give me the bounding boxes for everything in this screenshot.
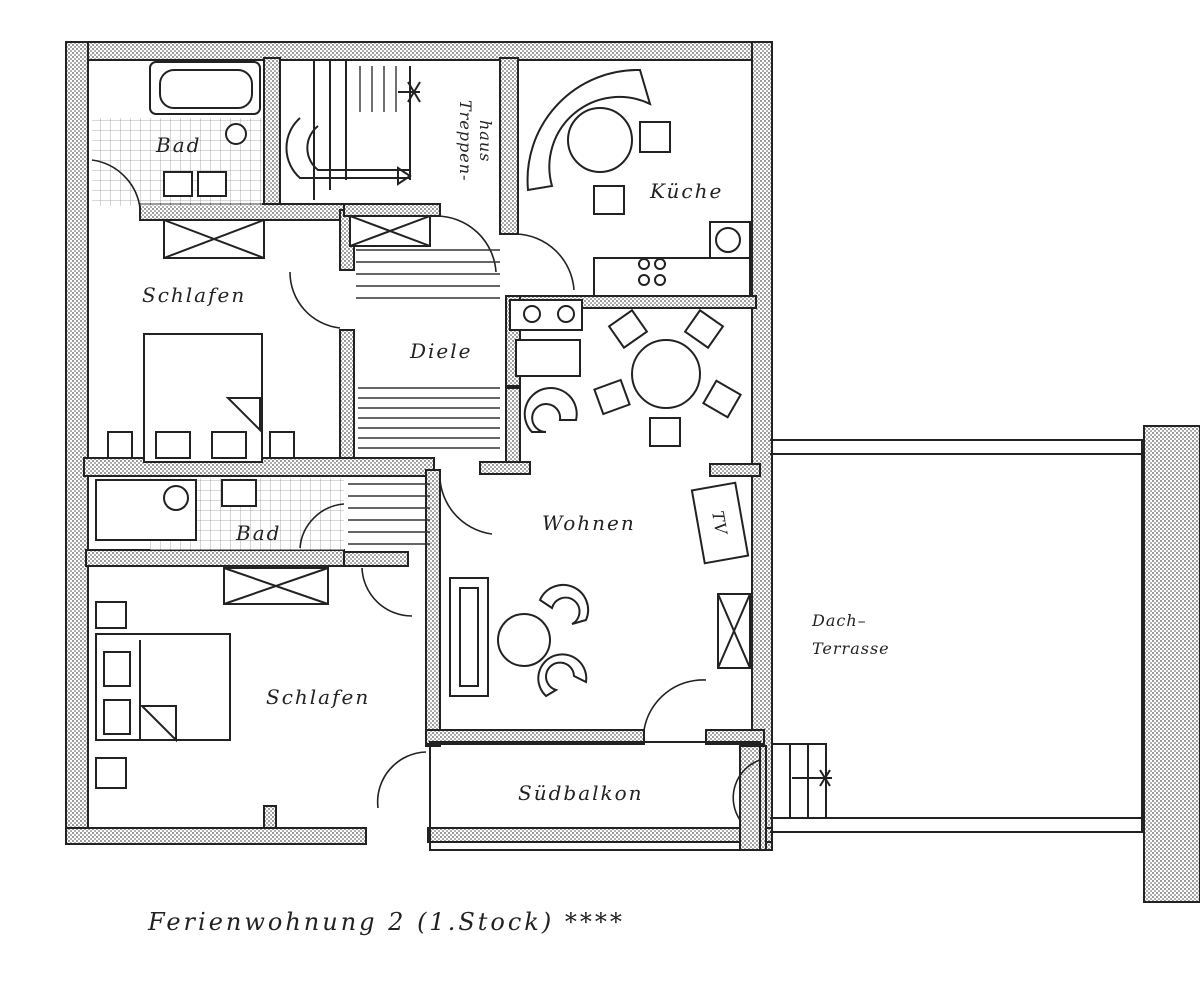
room-labels: Bad Treppen- haus Küche Schlafen Diele B… (142, 100, 890, 805)
kitchen-table (567, 107, 633, 173)
exterior-walls (65, 41, 773, 851)
living-room (449, 308, 751, 731)
label-schlafen-top: Schlafen (142, 283, 246, 307)
label-treppenhaus-1: Treppen- (456, 100, 475, 181)
label-dach-1: Dach– (811, 611, 867, 630)
counter (593, 257, 751, 297)
toilet (225, 123, 247, 145)
label-diele: Diele (409, 339, 473, 363)
label-kueche: Küche (649, 179, 723, 203)
sink (197, 171, 227, 197)
label-treppenhaus-2: haus (476, 120, 495, 162)
sink (163, 171, 193, 197)
bathtub (149, 61, 261, 115)
label-suedbalkon: Südbalkon (518, 781, 644, 805)
chair (639, 121, 671, 153)
label-schlafen-bottom: Schlafen (266, 685, 370, 709)
chair (593, 185, 625, 215)
label-wohnen: Wohnen (542, 511, 636, 535)
label-tv: TV (708, 509, 731, 537)
coffee-table (497, 613, 551, 667)
hallway (356, 249, 583, 449)
bathroom-middle (95, 469, 493, 550)
plan-caption: Ferienwohnung 2 (1.Stock) **** (147, 908, 625, 936)
sofa (449, 577, 489, 697)
kitchen (515, 68, 751, 297)
staircase (285, 60, 497, 273)
sink (221, 479, 257, 507)
south-balcony (376, 741, 761, 851)
label-dach-2: Terrasse (812, 639, 890, 658)
toilet (163, 485, 189, 511)
tv-stand (690, 481, 750, 565)
label-bad-middle: Bad (235, 521, 281, 545)
roof-terrace (770, 425, 1200, 903)
bedroom-bottom (95, 567, 413, 789)
bathroom-top (91, 61, 262, 209)
bedroom-top (107, 219, 341, 463)
counter-curved (526, 68, 652, 192)
dining-table (631, 339, 701, 409)
label-bad-top: Bad (155, 133, 201, 157)
